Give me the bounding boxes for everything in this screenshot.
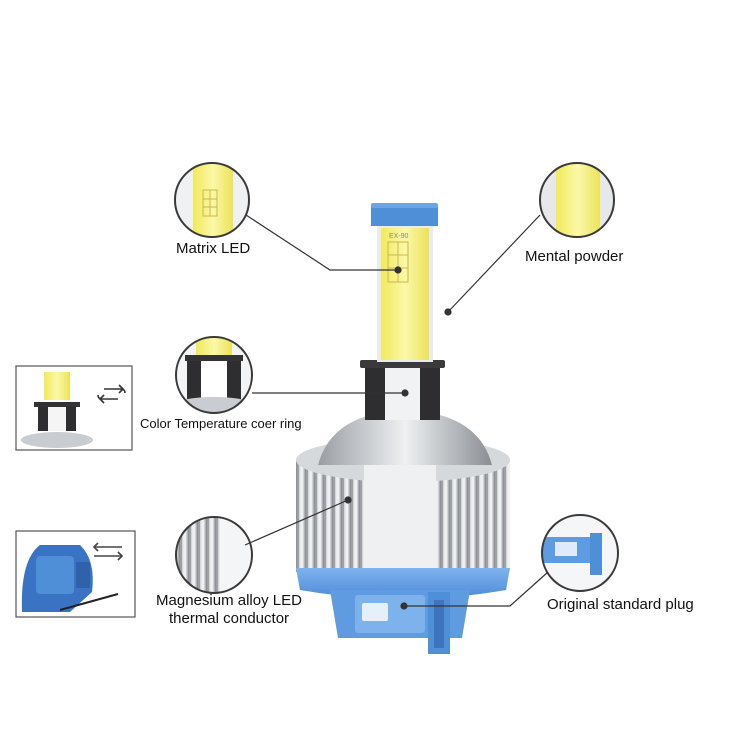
original-plug (330, 590, 470, 654)
chip-marking: EX-90 (389, 233, 409, 240)
side-box-color-temperature (15, 365, 133, 451)
callout-thermal-conductor (175, 516, 253, 594)
heatsink-dome (318, 412, 492, 465)
label-mental-powder: Mental powder (525, 248, 624, 265)
callout-plug (541, 514, 619, 592)
cycle-arrows-icon (97, 384, 126, 404)
leader-lines (244, 214, 549, 610)
led-column: EX-90 (377, 222, 433, 362)
color-temperature-ring (360, 360, 445, 420)
side-box-plug-orientation (15, 530, 136, 618)
label-matrix-led: Matrix LED (176, 240, 251, 257)
callout-color-ring (175, 336, 253, 414)
label-color-ring: Color Temperature coer ring (140, 416, 302, 431)
led-bulb: EX-90 (296, 203, 510, 654)
label-original-plug: Original standard plug (547, 596, 694, 613)
callout-matrix-led (174, 162, 250, 238)
label-magnesium-line2: thermal conductor (168, 610, 290, 627)
direction-arrows-icon (92, 542, 124, 561)
callout-mental-powder (539, 162, 615, 238)
label-magnesium-line1: Magnesium alloy LED (156, 592, 302, 609)
bulb-top-cap (371, 205, 438, 226)
